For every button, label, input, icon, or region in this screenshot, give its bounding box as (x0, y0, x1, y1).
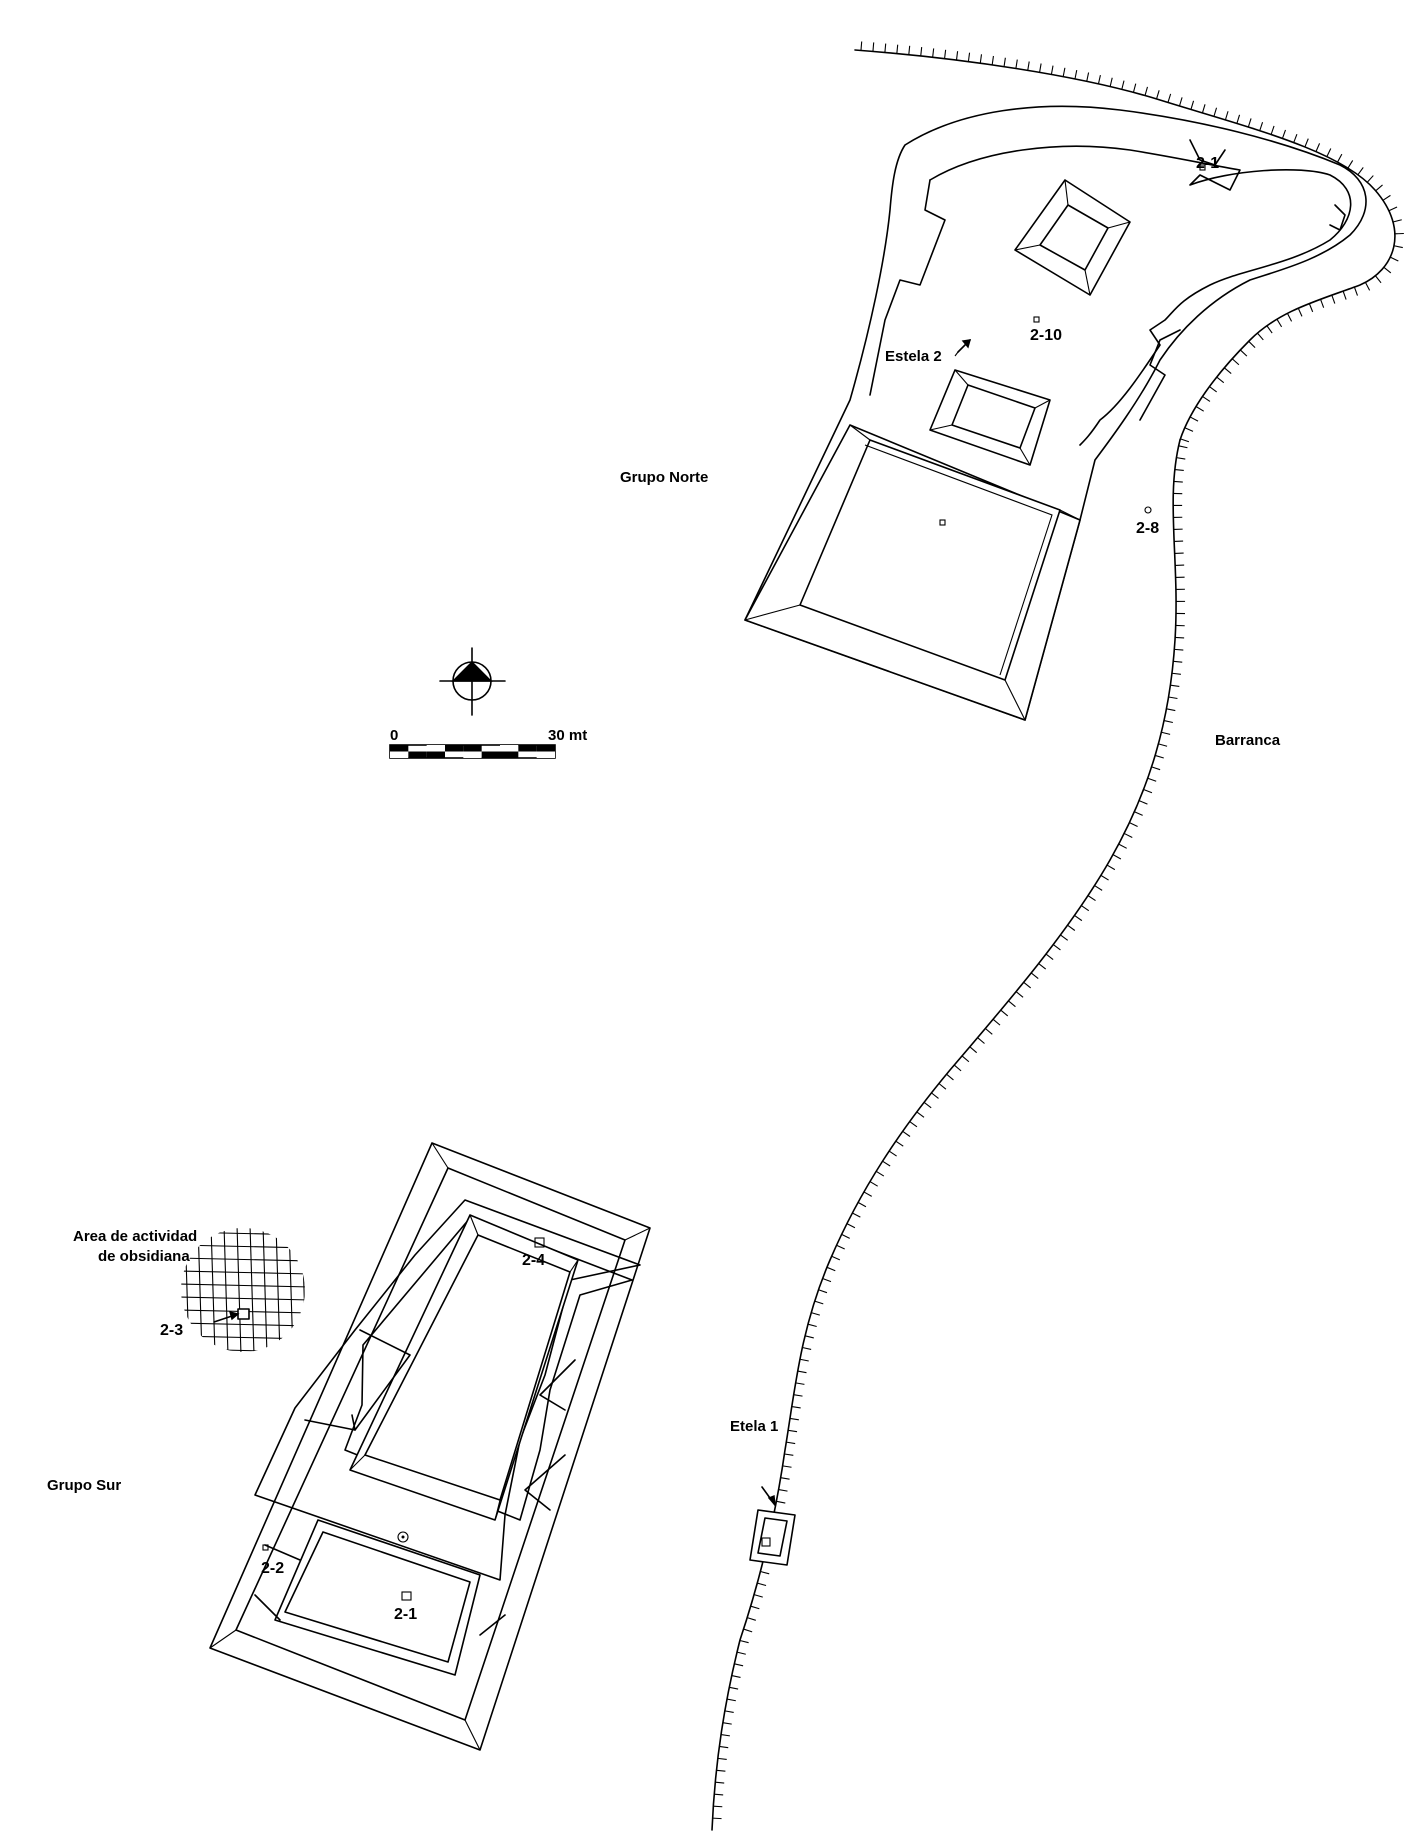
barranca-edge (711, 41, 1404, 1831)
grupo-sur-group (209, 1142, 651, 1751)
label-obsidian-line2: de obsidiana (98, 1248, 190, 1265)
label-obsidian-line1: Area de actividad (73, 1228, 197, 1245)
label-grupo-norte: Grupo Norte (620, 469, 708, 486)
obsidian-area (181, 1228, 305, 1352)
north-arrow-icon (439, 647, 506, 716)
scale-segment (445, 745, 464, 752)
marker-n-2-10: 2-10 (1030, 327, 1062, 344)
scale-segment (500, 751, 519, 758)
scale-label-start: 0 (390, 727, 398, 744)
marker-s-2-1: 2-1 (394, 1606, 417, 1623)
marker-n-2-1: 2-1 (1196, 155, 1219, 172)
grupo-norte-group (744, 105, 1367, 721)
scale-label-end: 30 mt (548, 727, 587, 744)
north-main-plaza (744, 424, 1081, 721)
label-grupo-sur: Grupo Sur (47, 1477, 121, 1494)
label-barranca: Barranca (1215, 732, 1281, 749)
marker-s-2-4: 2-4 (522, 1252, 545, 1269)
marker-n-2-8: 2-8 (1136, 520, 1159, 537)
label-estela-2: Estela 2 (885, 348, 942, 365)
scale-segment (426, 751, 445, 758)
marker-s-2-3: 2-3 (160, 1322, 183, 1339)
scale-bar (389, 744, 556, 759)
marker-s-2-2: 2-2 (261, 1560, 284, 1577)
scale-segment (463, 745, 482, 752)
label-etela-1: Etela 1 (730, 1418, 778, 1435)
scale-segment (518, 745, 537, 752)
scale-segment (536, 745, 555, 752)
north-pyramid (1014, 179, 1131, 296)
scale-segment (390, 745, 409, 752)
estela-2-marker (954, 339, 971, 357)
north-platform-outline (744, 105, 1367, 721)
north-small-mound (929, 369, 1051, 466)
etela-1-marker (749, 1486, 796, 1566)
scale-segment (408, 751, 427, 758)
scale-segment (481, 751, 500, 758)
